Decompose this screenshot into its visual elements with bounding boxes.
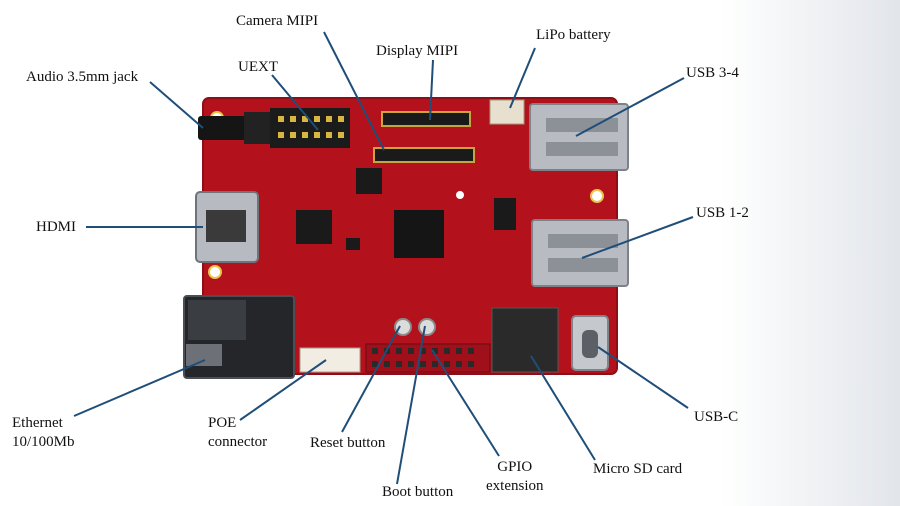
- display-mipi-connector: [381, 111, 471, 127]
- label-poe-connector: POE connector: [208, 414, 267, 452]
- label-camera-mipi: Camera MIPI: [236, 13, 319, 29]
- label-usb-1-2: USB 1-2: [696, 205, 749, 221]
- leader-reset: [341, 325, 401, 433]
- label-gpio-line2: extension: [486, 478, 544, 494]
- label-hdmi: HDMI: [36, 219, 76, 235]
- leader-micro-sd: [530, 355, 596, 461]
- label-boot-button: Boot button: [382, 484, 454, 500]
- label-audio-jack: Audio 3.5mm jack: [26, 69, 139, 85]
- label-ethernet-line2: 10/100Mb: [12, 434, 75, 450]
- leader-poe: [239, 359, 327, 421]
- usb-3-4-port: [529, 103, 629, 171]
- chip: [494, 198, 516, 230]
- poe-connector: [299, 347, 361, 373]
- mounting-hole: [590, 189, 604, 203]
- label-gpio-extension: GPIO extension: [486, 458, 544, 496]
- label-display-mipi: Display MIPI: [376, 43, 459, 59]
- label-uext: UEXT: [238, 59, 278, 75]
- leader-lipo: [509, 47, 536, 109]
- leader-gpio: [431, 349, 500, 457]
- lipo-connector: [489, 99, 525, 125]
- mounting-hole: [456, 191, 464, 199]
- label-usb-c: USB-C: [694, 409, 739, 425]
- leader-usb-3-4: [575, 77, 685, 137]
- micro-sd-slot: [491, 307, 559, 373]
- label-reset-button: Reset button: [310, 435, 386, 451]
- board-image: [183, 97, 629, 379]
- label-poe-line2: connector: [208, 434, 268, 450]
- mounting-hole: [208, 265, 222, 279]
- leader-boot: [396, 325, 426, 485]
- soc-chip: [394, 210, 444, 258]
- leader-usb-1-2: [581, 216, 694, 259]
- chip: [346, 238, 360, 250]
- label-usb-3-4: USB 3-4: [686, 65, 739, 81]
- leader-audio: [149, 81, 204, 129]
- camera-mipi-connector: [373, 147, 475, 163]
- uext-header: [270, 108, 350, 148]
- chip: [356, 168, 382, 194]
- label-micro-sd-card: Micro SD card: [593, 461, 683, 477]
- leader-lines: [73, 31, 694, 485]
- leader-camera-mipi: [323, 31, 385, 151]
- usb-1-2-port: [531, 219, 629, 287]
- chip: [296, 210, 332, 244]
- leader-uext: [271, 74, 319, 131]
- leader-display-mipi: [429, 59, 434, 121]
- reset-button-part: [394, 318, 412, 336]
- boot-button-part: [418, 318, 436, 336]
- label-ethernet: Ethernet 10/100Mb: [12, 414, 75, 452]
- leader-ethernet: [73, 359, 206, 417]
- label-ethernet-line1: Ethernet: [12, 415, 63, 431]
- label-gpio-line1: GPIO: [497, 459, 533, 475]
- label-poe-line1: POE: [208, 415, 237, 431]
- label-lipo-battery: LiPo battery: [536, 27, 611, 43]
- leader-usb-c: [597, 346, 689, 409]
